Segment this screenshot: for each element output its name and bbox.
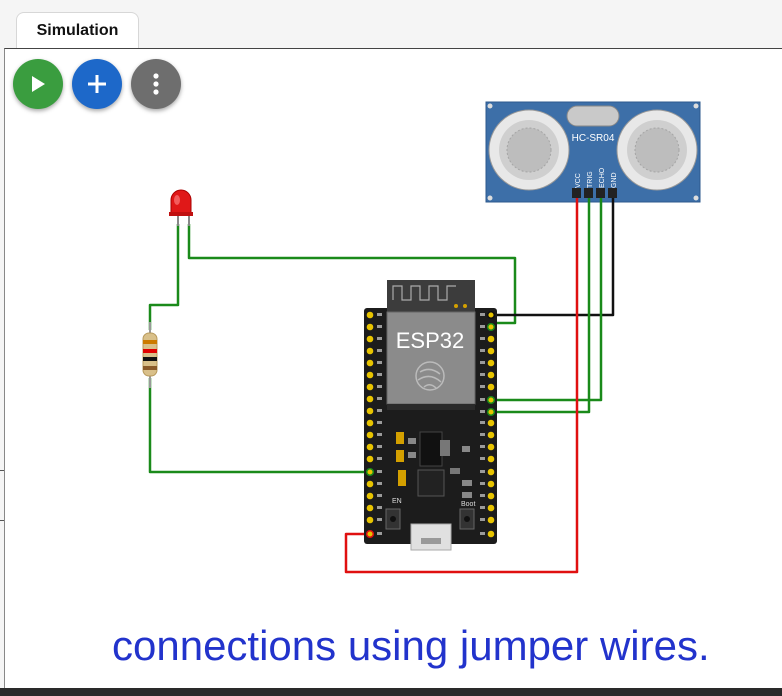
wire-resistor-to-gnd[interactable] <box>148 378 372 474</box>
sensor-label: HC-SR04 <box>572 133 615 144</box>
wires <box>148 198 615 574</box>
en-label: EN <box>392 498 402 505</box>
mount-hole <box>487 195 493 201</box>
smd-part <box>462 446 470 452</box>
pin-gnd[interactable] <box>608 188 617 198</box>
smd-part <box>408 452 416 458</box>
hc-sr04-sensor[interactable]: HC-SR04 VCC TRIG ECHO GND <box>485 101 701 203</box>
mount-hole <box>487 103 493 109</box>
capacitor <box>396 450 404 462</box>
capacitor <box>396 432 404 444</box>
wire-sensor-trig[interactable] <box>492 198 591 414</box>
wire-led-to-resistor[interactable] <box>148 224 180 330</box>
tab-simulation[interactable]: Simulation <box>16 12 139 48</box>
caption-text: connections using jumper wires. <box>112 622 710 669</box>
wire-sensor-gnd[interactable] <box>492 198 615 317</box>
antenna <box>387 280 475 312</box>
boot-label: Boot <box>461 501 475 508</box>
transducer-right-core <box>634 127 680 173</box>
edge-mark <box>0 520 4 521</box>
pin-label-trig: TRIG <box>587 171 594 188</box>
tab-bar: Simulation <box>0 0 782 48</box>
smd-part <box>450 468 460 474</box>
pin-echo[interactable] <box>596 188 605 198</box>
usb-uart-chip <box>417 469 445 497</box>
left-header <box>365 311 375 539</box>
play-icon <box>32 76 45 92</box>
usb-port <box>410 523 452 551</box>
en-button-cap <box>390 516 396 522</box>
wire-led-to-esp[interactable] <box>187 224 517 325</box>
smd-part <box>408 438 416 444</box>
plus-icon <box>88 75 106 93</box>
regulator <box>419 431 443 467</box>
edge-mark <box>0 470 4 471</box>
board-label: ESP32 <box>396 328 465 353</box>
resistor[interactable] <box>142 322 158 388</box>
usb-slot <box>421 538 441 544</box>
espressif-logo <box>415 361 445 391</box>
pin-label-vcc: VCC <box>575 173 582 188</box>
esp32-board[interactable]: ESP32 <box>364 280 497 551</box>
more-options-button[interactable] <box>131 59 181 109</box>
transducer-left-core <box>506 127 552 173</box>
esp-shield <box>386 311 476 405</box>
pin-vcc[interactable] <box>572 188 581 198</box>
capacitor <box>398 470 406 486</box>
boot-button-cap <box>464 516 470 522</box>
pin-label-gnd: GND <box>611 172 618 188</box>
mount-hole <box>693 103 699 109</box>
pin-label-echo: ECHO <box>599 167 606 188</box>
more-vertical-icon <box>153 73 159 95</box>
regulator-tab <box>440 440 450 456</box>
bottom-bar <box>0 688 782 696</box>
pin-trig[interactable] <box>584 188 593 198</box>
play-button[interactable] <box>13 59 63 109</box>
mount-hole <box>693 195 699 201</box>
red-led[interactable] <box>169 189 193 226</box>
add-part-button[interactable] <box>72 59 122 109</box>
crystal <box>566 105 620 127</box>
wire-sensor-echo[interactable] <box>492 198 603 402</box>
smd-part <box>462 492 472 498</box>
right-header <box>486 310 496 538</box>
pin-silkscreen <box>377 313 485 535</box>
wire-sensor-vcc[interactable] <box>344 198 579 574</box>
smd-part <box>462 480 472 486</box>
